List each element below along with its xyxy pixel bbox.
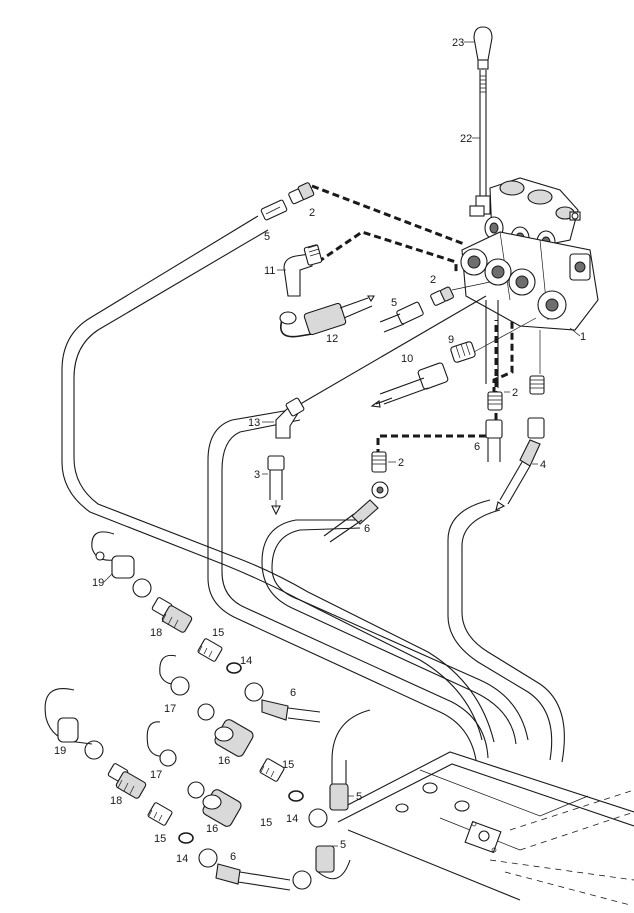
- callout-labels: 23 22 2 5 11 12 2 5 1 9 10 13 3 2 6 2 6 …: [54, 37, 586, 865]
- dust-cap-19-top: [91, 531, 152, 598]
- callout-17-upper: 17: [164, 703, 176, 715]
- o-ring-14-lower: [178, 832, 194, 844]
- callout-15-lower-b: 15: [154, 833, 166, 845]
- callout-6-coupler: 6: [290, 687, 296, 699]
- callout-2-lower: 2: [398, 457, 404, 469]
- hose-end-5-lower-b: [292, 845, 351, 890]
- callout-6-right: 6: [474, 441, 480, 453]
- hose-end-5-lower-a: [308, 709, 371, 828]
- callout-14-lower-a: 14: [176, 853, 188, 865]
- lever-knob: [473, 26, 493, 70]
- callout-15-lower-a: 15: [260, 817, 272, 829]
- callout-6-lower: 6: [230, 851, 236, 863]
- callout-18-lower: 18: [110, 795, 122, 807]
- hose-end-5-mid: [379, 301, 424, 333]
- callout-5-lower-a: 5: [356, 791, 362, 803]
- hose-assembly-4: [495, 417, 545, 512]
- callout-6-center: 6: [364, 523, 370, 535]
- adapter-fitting-9: [450, 341, 476, 363]
- callout-3: 3: [254, 469, 260, 481]
- adapter-15-lower: [147, 802, 173, 826]
- callout-13: 13: [248, 417, 260, 429]
- callout-2-upper: 2: [309, 207, 315, 219]
- control-valve-body: [460, 177, 599, 331]
- adapter-fitting-2-right-b: [529, 375, 545, 395]
- adapter-fitting-2-lower: [371, 451, 387, 473]
- elbow-fitting-13: [275, 397, 305, 439]
- callout-1: 1: [580, 331, 586, 343]
- quick-coupler-16-upper: [214, 719, 254, 757]
- dust-cap-17-lower: [146, 721, 205, 799]
- quick-coupler-16-lower: [202, 789, 242, 827]
- callout-11: 11: [264, 265, 275, 277]
- adapter-fitting-2-upper: [288, 182, 315, 205]
- dashed-lines: [311, 184, 514, 456]
- callout-19-top: 19: [92, 577, 104, 589]
- hose-assembly-10: [370, 362, 449, 408]
- adapter-fitting-2-mid: [430, 286, 454, 306]
- callout-5-lower-b: 5: [340, 839, 346, 851]
- dust-cap-19-lower: [44, 688, 104, 760]
- control-lever: [475, 70, 491, 215]
- callout-14-top: 14: [240, 655, 252, 667]
- quick-coupler-18-top: [151, 597, 193, 633]
- elbow-fitting-11: [283, 244, 323, 297]
- callout-23: 23: [452, 37, 464, 49]
- callout-17-lower: 17: [150, 769, 162, 781]
- hose-assembly-12: [279, 295, 375, 338]
- leader-lines: [289, 281, 581, 411]
- hose-routes: [61, 215, 565, 763]
- callout-2-right: 2: [512, 387, 518, 399]
- o-ring-14-top: [226, 662, 242, 674]
- callout-2-mid: 2: [430, 274, 436, 286]
- adapter-15-top: [197, 638, 223, 662]
- callout-22: 22: [460, 133, 472, 145]
- o-ring-14-mid: [288, 790, 304, 802]
- hose-end-6-center: [323, 481, 389, 543]
- adapter-fitting-2-right-a: [487, 391, 503, 411]
- callout-16-lower: 16: [206, 823, 218, 835]
- dust-cap-17-upper: [159, 654, 215, 721]
- callout-14-mid: 14: [286, 813, 298, 825]
- hose-end-6-coupler: [244, 682, 321, 723]
- callout-15-mid: 15: [282, 759, 294, 771]
- callout-9: 9: [448, 334, 454, 346]
- tractor-mount-frame: [337, 751, 634, 906]
- callout-4: 4: [540, 459, 546, 471]
- quick-coupler-18-lower: [107, 763, 147, 799]
- adapter-15-mid: [259, 758, 285, 782]
- callout-12: 12: [326, 333, 338, 345]
- hose-end-5-upper: [260, 199, 288, 221]
- callout-5-upper: 5: [264, 231, 270, 243]
- callout-5-mid: 5: [391, 297, 397, 309]
- callout-19-lower: 19: [54, 745, 66, 757]
- callout-10: 10: [401, 353, 413, 365]
- callout-15-top: 15: [212, 627, 224, 639]
- hose-end-6-lower: [198, 848, 291, 891]
- hose-end-6-right: [485, 419, 503, 462]
- callout-16-upper: 16: [218, 755, 230, 767]
- callout-18-top: 18: [150, 627, 162, 639]
- hose-end-3: [267, 455, 285, 516]
